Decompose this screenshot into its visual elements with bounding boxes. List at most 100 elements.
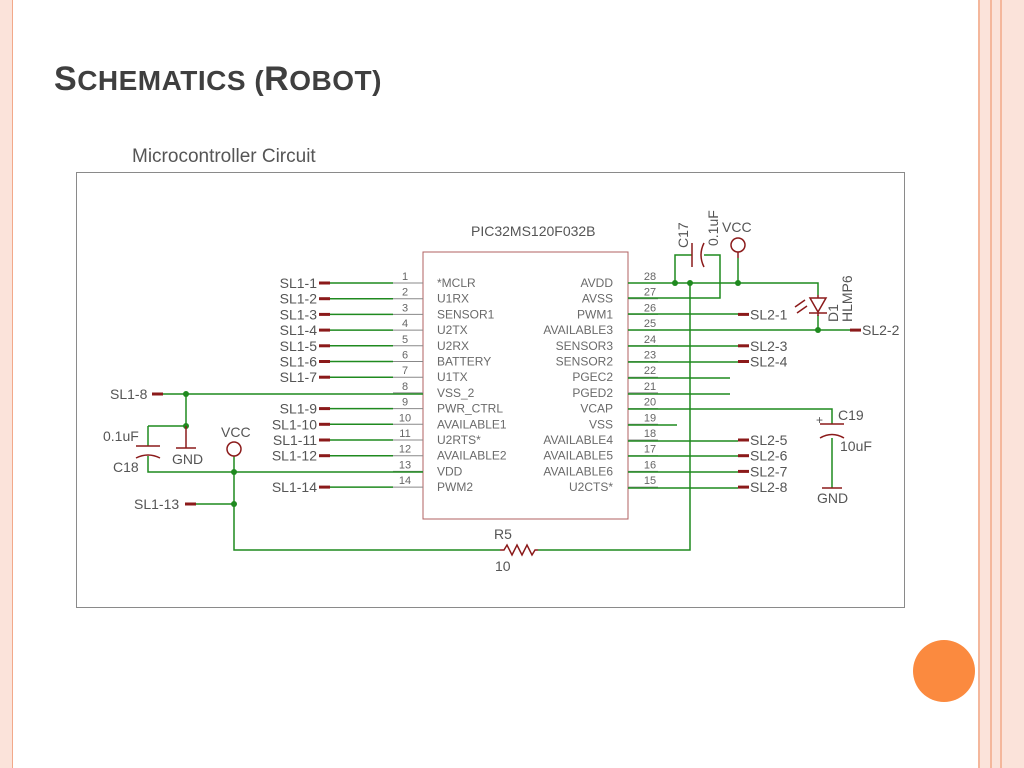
c19-name: C19 xyxy=(838,407,864,423)
pin-number: 14 xyxy=(399,475,411,487)
pin-number: 21 xyxy=(644,381,656,393)
slide-right-stripe xyxy=(990,0,992,768)
pin-name: AVAILABLE1 xyxy=(437,417,507,431)
wire-c17-left xyxy=(674,254,692,283)
pin-name: VCAP xyxy=(580,402,613,416)
net-label: SL1-10 xyxy=(272,416,317,432)
net-label: SL1-1 xyxy=(280,275,318,291)
net-label: SL1-11 xyxy=(273,432,317,448)
chip-body xyxy=(422,251,629,520)
c17-capacitor xyxy=(691,242,705,268)
slide-left-border-line xyxy=(12,0,13,768)
led-ray xyxy=(794,299,806,308)
junction-dot xyxy=(672,280,678,286)
pin-number: 1 xyxy=(402,271,408,283)
pin-number: 9 xyxy=(402,397,408,409)
pin-number: 4 xyxy=(402,318,408,330)
resistor-zigzag xyxy=(500,543,538,557)
net-label: SL2-6 xyxy=(750,448,788,464)
slide-right-stripe xyxy=(1002,0,1024,768)
wire-r5-right xyxy=(538,283,691,551)
pin-number: 5 xyxy=(402,334,408,346)
pin-number: 22 xyxy=(644,365,656,377)
pin-name: PWM2 xyxy=(437,480,473,494)
net-label-sl1-13: SL1-13 xyxy=(134,496,179,512)
slide-title: SCHEMATICS (ROBOT) xyxy=(54,60,382,99)
pin-name: PGED2 xyxy=(572,386,613,400)
c18-capacitor xyxy=(135,445,161,459)
junction-dot xyxy=(735,280,741,286)
pin-name: *MCLR xyxy=(437,276,476,290)
pin-name: AVAILABLE6 xyxy=(543,464,613,478)
c17-value: 0.1uF xyxy=(705,210,721,246)
schematic-frame xyxy=(76,172,905,608)
pin-name: U2RTS* xyxy=(437,433,481,447)
net-label: SL2-4 xyxy=(750,354,788,370)
slide-right-stripe xyxy=(992,0,1000,768)
pin-name: VSS xyxy=(589,417,613,431)
pin-number: 23 xyxy=(644,350,656,362)
slide-right-stripe xyxy=(1000,0,1002,768)
cap-plate-curved xyxy=(819,433,845,439)
r5-value: 10 xyxy=(495,558,511,574)
pin-number: 26 xyxy=(644,302,656,314)
net-label: SL1-3 xyxy=(280,306,318,322)
c18-name: C18 xyxy=(113,459,139,475)
accent-circle xyxy=(913,640,975,702)
pin-name: U2TX xyxy=(437,323,468,337)
diode-triangle xyxy=(808,297,828,314)
d1-name: D1 xyxy=(825,304,841,322)
pin-number: 17 xyxy=(644,444,656,456)
gnd-symbol-left xyxy=(176,426,196,449)
c19-polarity: + xyxy=(816,413,823,427)
pin-number: 3 xyxy=(402,302,408,314)
slide-right-stripe xyxy=(980,0,990,768)
pin-name: SENSOR2 xyxy=(556,355,614,369)
vcc-symbol-left xyxy=(226,441,242,457)
junction-dot xyxy=(231,501,237,507)
slide-right-stripe xyxy=(978,0,980,768)
net-label: SL1-5 xyxy=(280,338,318,354)
junction-dot xyxy=(183,391,189,397)
net-label: SL2-8 xyxy=(750,479,788,495)
net-label: SL2-3 xyxy=(750,338,788,354)
net-label: SL1-9 xyxy=(280,401,318,417)
junction-dot xyxy=(687,280,693,286)
pin-number: 8 xyxy=(402,381,408,393)
r5-name: R5 xyxy=(494,526,512,542)
gnd-label-right: GND xyxy=(817,490,848,506)
net-label-sl1-8: SL1-8 xyxy=(110,386,148,402)
slide-left-border xyxy=(0,0,12,768)
title-initial: S xyxy=(54,60,78,98)
pin-number: 25 xyxy=(644,318,656,330)
net-label: SL1-6 xyxy=(280,354,318,370)
pin-name: U2CTS* xyxy=(569,480,613,494)
pin-number: 24 xyxy=(644,334,656,346)
pin-name: VDD xyxy=(437,464,463,478)
junctions xyxy=(183,280,821,507)
pin-name: AVDD xyxy=(581,276,614,290)
pin-name: AVAILABLE5 xyxy=(543,449,613,463)
wire-c17-right-avss xyxy=(628,254,721,299)
c19-capacitor xyxy=(819,423,845,439)
net-label: SL1-2 xyxy=(280,291,318,307)
pin-name: AVSS xyxy=(582,292,613,306)
wire-vdd xyxy=(147,456,423,473)
pin-name: AVAILABLE3 xyxy=(543,323,613,337)
pin-name: VSS_2 xyxy=(437,386,475,400)
pin-number: 18 xyxy=(644,428,656,440)
d1-part: HLMP6 xyxy=(839,275,855,322)
c17-name: C17 xyxy=(675,222,691,248)
pin-name: AVAILABLE2 xyxy=(437,449,507,463)
pin-number: 6 xyxy=(402,350,408,362)
net-label: SL2-2 xyxy=(862,322,900,338)
led-ray xyxy=(796,305,808,314)
pin-number: 7 xyxy=(402,365,408,377)
pin-number: 11 xyxy=(399,428,410,440)
wire-vcc-left xyxy=(233,456,500,551)
chip-name: PIC32MS120F032B xyxy=(471,223,596,239)
wire-avdd xyxy=(628,282,819,295)
pin-number: 20 xyxy=(644,397,656,409)
pin-number: 27 xyxy=(644,287,656,299)
